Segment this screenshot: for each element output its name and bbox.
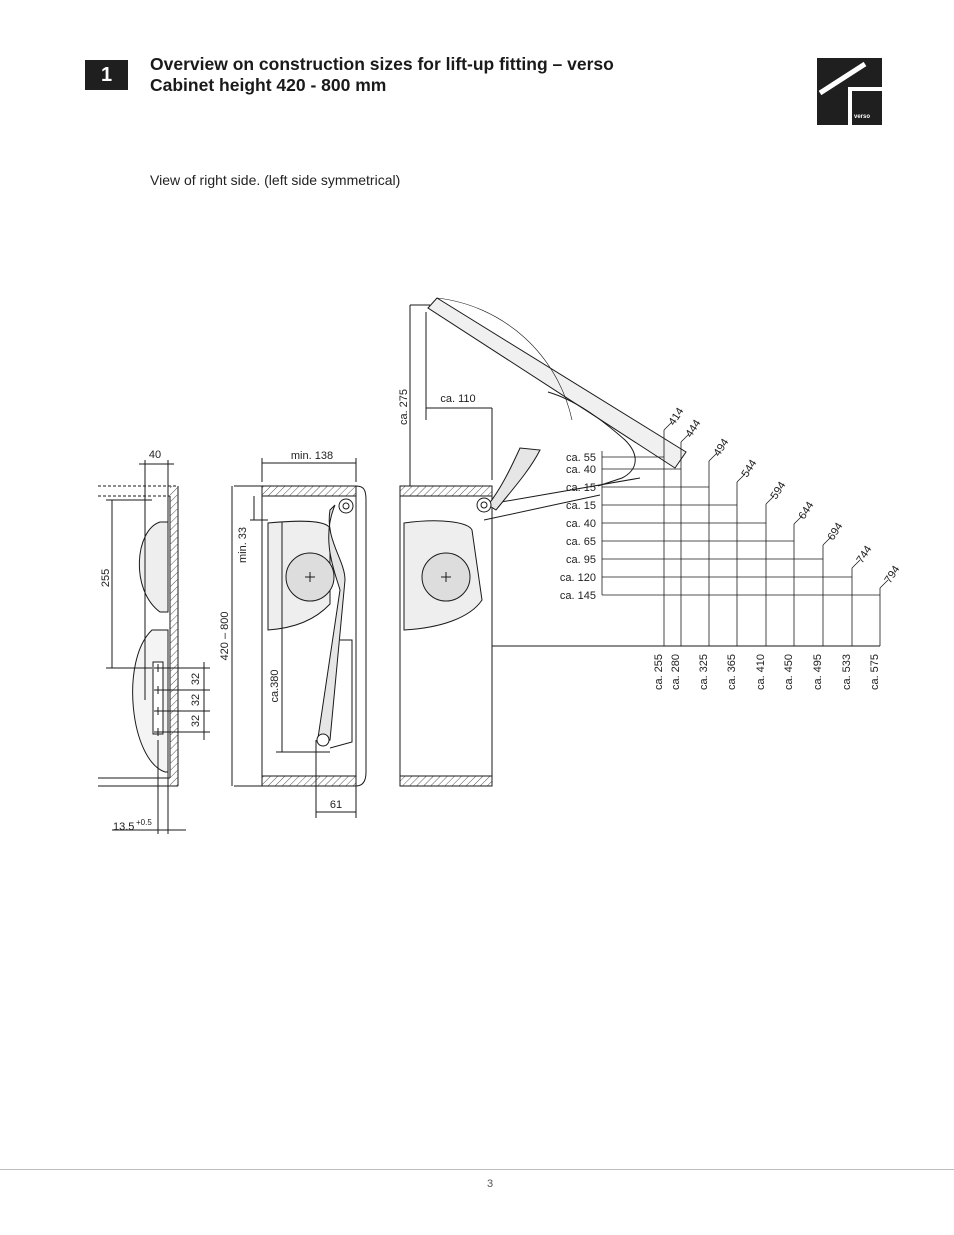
dimension-grid: [601, 421, 889, 646]
side-panel-view: [98, 460, 210, 834]
left-label: ca. 145: [560, 590, 596, 602]
bottom-label: ca. 255: [653, 654, 665, 690]
left-label: ca. 120: [560, 572, 596, 584]
hole-spacing-1: 32: [190, 673, 202, 685]
title-line-1: Overview on construction sizes for lift-…: [150, 54, 614, 74]
side-offset-label: 13.5: [113, 821, 134, 833]
subtitle: View of right side. (left side symmetric…: [150, 172, 401, 188]
closed-top-clearance: min. 33: [237, 527, 249, 563]
page-title: Overview on construction sizes for lift-…: [150, 54, 614, 96]
closed-height-range: 420 – 800: [219, 612, 231, 661]
bottom-label: ca. 450: [783, 654, 795, 690]
bottom-label: ca. 495: [812, 654, 824, 690]
open-projection-label: ca. 110: [440, 393, 475, 405]
hole-spacing-3: 32: [190, 715, 202, 727]
side-height-label: 255: [100, 569, 112, 587]
left-label: ca. 15: [566, 482, 596, 494]
left-label: ca. 40: [566, 518, 596, 530]
open-rise-label: ca. 275: [398, 389, 410, 425]
left-label: ca. 40: [566, 464, 596, 476]
verso-logo-icon: [818, 61, 882, 125]
title-line-2: Cabinet height 420 - 800 mm: [150, 75, 387, 95]
page-number: 3: [486, 1178, 494, 1190]
closed-depth-label: min. 138: [291, 450, 333, 462]
bottom-label: ca. 410: [755, 654, 767, 690]
left-label: ca. 95: [566, 554, 596, 566]
closed-mechanism-height: ca.380: [269, 669, 281, 702]
open-cabinet-view: [399, 297, 880, 787]
logo-text: verso: [853, 114, 870, 120]
footer-divider: [0, 1169, 954, 1170]
bottom-label: ca. 325: [698, 654, 710, 690]
left-label: ca. 65: [566, 536, 596, 548]
hole-spacing-2: 32: [190, 694, 202, 706]
hole-markers: [154, 664, 162, 736]
left-label: ca. 55: [566, 452, 596, 464]
section-number-badge: 1: [85, 60, 128, 90]
bottom-labels-group: ca. 255 ca. 280 ca. 325 ca. 365 ca. 410 ca. 4…: [653, 654, 881, 690]
side-offset-tolerance: +0.5: [136, 818, 152, 827]
bottom-label: ca. 365: [726, 654, 738, 690]
verso-logo: verso: [817, 58, 882, 125]
bottom-label: ca. 533: [841, 654, 853, 690]
left-label: ca. 15: [566, 500, 596, 512]
side-width-label: 40: [149, 449, 161, 461]
closed-front-gap: 61: [330, 799, 342, 811]
closed-cabinet-view: [231, 458, 367, 818]
bottom-label: ca. 575: [869, 654, 881, 690]
bottom-label: ca. 280: [670, 654, 682, 690]
